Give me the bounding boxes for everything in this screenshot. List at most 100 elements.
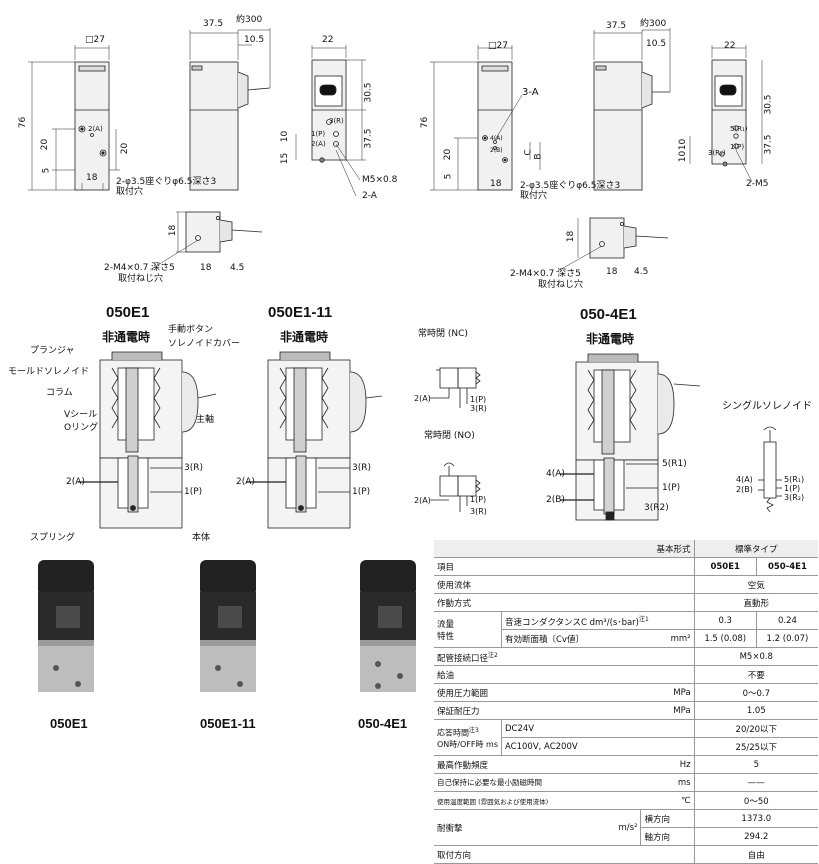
dc24-label: DC24V — [501, 719, 695, 738]
e1-dim-22: 22 — [322, 35, 334, 45]
e4-dim-37-5b: 37.5 — [763, 134, 774, 155]
spec-table: 基本形式 標準タイプ 項目 050E1 050-4E1 使用流体 空気 作動方式… — [434, 540, 818, 864]
effective-value-2: 1.2 (0.07) — [755, 629, 818, 648]
temp-unit: ℃ — [640, 791, 695, 810]
freq-label: 最高作動頻度 — [434, 755, 641, 774]
e1-port-3r: 3(R) — [329, 117, 344, 125]
e4-dim-22: 22 — [724, 41, 736, 51]
e1-dim-w27: □27 — [85, 35, 105, 45]
spec-row-shock-h: 耐衝撃 m/s² 横方向 1373.0 — [434, 809, 818, 846]
e4-dim-76: 76 — [420, 116, 431, 129]
proof-label: 保証耐圧力 — [434, 701, 641, 720]
e1-screw-2: 取付ねじ穴 — [118, 274, 164, 284]
e1-bot-18: 18 — [168, 224, 179, 237]
e4-dim-20: 20 — [443, 148, 454, 161]
lube-label: 給油 — [434, 665, 695, 684]
e4-bot-4-5: 4.5 — [634, 267, 649, 277]
operation-label: 作動方式 — [434, 593, 695, 612]
e1-mount-1: 2-φ3.5座ぐりφ6.5深さ3 — [116, 177, 217, 187]
e4-section — [560, 353, 701, 521]
drawing-layer — [28, 28, 782, 529]
e4-port-a: 4(A) — [546, 469, 565, 479]
shock-h-label: 横方向 — [640, 809, 695, 828]
e1-section — [78, 351, 217, 529]
e4-title: 050-4E1 — [580, 306, 637, 323]
e4-3a: 3-A — [522, 87, 539, 98]
spec-row-operation: 作動方式 直動形 — [434, 593, 818, 612]
e4-p1p: 1(P) — [730, 143, 745, 151]
e4-dim-30-5: 30.5 — [763, 94, 774, 115]
e1-dim-5: 5 — [41, 167, 52, 174]
e4-port-r2: 3(R2) — [644, 503, 669, 513]
e4-screw-2: 取付ねじ穴 — [538, 280, 584, 290]
spec-row-pressure: 使用圧力範囲 MPa 0〜0.7 — [434, 683, 818, 702]
sonic-value-2: 0.24 — [755, 611, 818, 630]
e4-port-r1: 5(R1) — [662, 459, 687, 469]
e1-port-r: 3(R) — [184, 463, 204, 473]
effective-label: 有効断面積〔Cv値〕 — [500, 629, 641, 648]
e4-dim-18: 18 — [490, 179, 502, 189]
nc-title: 常時閉 (NC) — [418, 329, 468, 339]
port-text: 配管接続口径 — [437, 653, 489, 664]
e4-bottom-body — [589, 217, 625, 259]
photo-050e1-11 — [190, 556, 290, 696]
e4-dim-37-5: 37.5 — [606, 21, 627, 31]
ac-value: 25/25以下 — [693, 737, 818, 756]
e4-dim-b: B — [533, 153, 544, 160]
temp-value: 0〜50 — [693, 791, 818, 810]
min-time-label: 自己保持に必要な最小励磁時間 — [434, 773, 641, 792]
s-a: 4(A) — [736, 475, 753, 484]
e1-dim-37-5b: 37.5 — [363, 128, 374, 149]
e1-dim-37-5: 37.5 — [203, 19, 224, 29]
e1-screw-1: 2-M4×0.7 深さ5 — [104, 263, 175, 273]
label-mold-solenoid: モールドソレノイド — [8, 367, 90, 377]
no-title: 常時閉 (NO) — [424, 431, 475, 441]
item-cell: 項目 — [434, 557, 695, 576]
e1-port-2a-b: 2(A) — [311, 140, 326, 148]
e1-port-2a: 2(A) — [88, 125, 103, 133]
lube-value: 不要 — [693, 665, 818, 684]
e4-front-body — [477, 61, 513, 191]
shock-unit: m/s² — [501, 809, 641, 846]
s-r2: 3(R₂) — [784, 493, 805, 502]
port-note: 注2 — [488, 651, 498, 659]
e4-bot-w18: 18 — [606, 267, 618, 277]
e1-bottom-body — [185, 211, 221, 253]
shock-a-value: 294.2 — [693, 827, 818, 846]
spec-row-freq: 最高作動頻度 Hz 5 — [434, 755, 818, 774]
e4-mount-1: 2-φ3.5座ぐりφ6.5深さ3 — [520, 181, 621, 191]
e1-dim-30-5: 30.5 — [363, 82, 374, 103]
s-b: 2(B) — [736, 485, 753, 494]
e1-side-body — [189, 61, 239, 191]
nc-symbol — [430, 367, 481, 408]
spec-row-fluid: 使用流体 空気 — [434, 575, 818, 594]
photo-caption-3: 050-4E1 — [358, 716, 408, 731]
response-text-1: 応答時間 — [437, 728, 469, 738]
nc-r: 3(R) — [470, 404, 487, 413]
e111-title: 050E1-11 — [268, 304, 333, 321]
e1-dim-300: 約300 — [236, 15, 263, 25]
label-o-ring: Oリング — [64, 423, 99, 433]
photo-050e1 — [28, 556, 128, 696]
response-note: 注3 — [469, 727, 479, 735]
pressure-value: 0〜0.7 — [693, 683, 818, 702]
no-r: 3(R) — [470, 507, 487, 516]
e4-subtitle: 非通電時 — [586, 332, 635, 346]
label-spring: スプリング — [30, 533, 76, 543]
photo-caption-1: 050E1 — [50, 716, 88, 731]
model-1-cell: 050E1 — [693, 557, 757, 576]
e4-dim-c: C — [523, 149, 534, 156]
e4-port-p: 1(P) — [662, 483, 681, 493]
label-v-seal: Vシール — [64, 410, 98, 420]
flow-label-2: 特性 — [437, 631, 455, 642]
e4-p2b: 2(B) — [490, 147, 503, 154]
label-manual-button: 手動ボタン — [168, 325, 214, 335]
label-main-shaft: 主軸 — [196, 415, 215, 425]
flow-label-1: 流量 — [437, 619, 455, 630]
pressure-unit: MPa — [640, 683, 695, 702]
e4-dim-w27: □27 — [488, 41, 508, 51]
photo-caption-2: 050E1-11 — [200, 716, 256, 731]
spec-row-sonic: 流量特性 音速コンダクタンスC dm³/(s･bar)注1 0.3 0.24 — [434, 611, 818, 648]
e1-subtitle: 非通電時 — [102, 330, 151, 344]
